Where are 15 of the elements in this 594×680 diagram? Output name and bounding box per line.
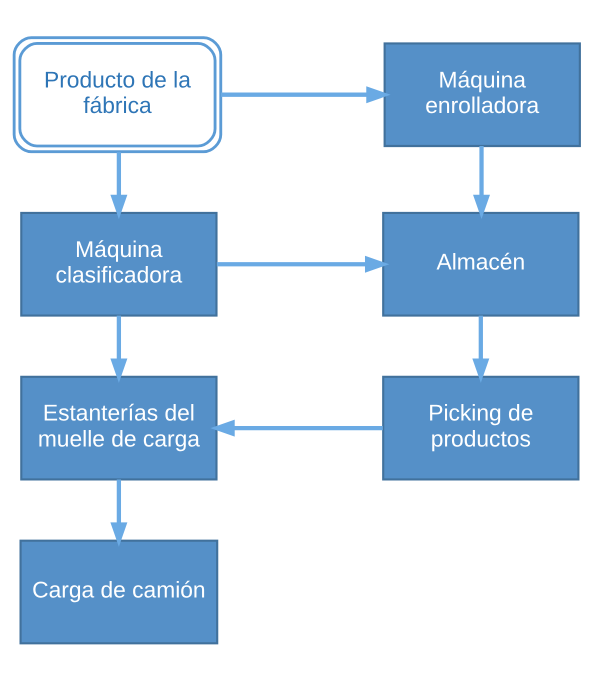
arrow xyxy=(110,315,128,382)
node-box: Carga de camión xyxy=(20,539,218,644)
arrow xyxy=(473,146,490,218)
arrow xyxy=(110,479,128,546)
arrow xyxy=(110,152,128,219)
node-box: Máquina clasificadora xyxy=(20,211,218,316)
arrow xyxy=(472,315,490,382)
node-box: Máquina enrolladora xyxy=(384,42,581,147)
node-box: Picking de productos xyxy=(382,375,580,480)
node-box: Estanterías del muelle de carga xyxy=(20,375,218,480)
node-box: Producto de la fábrica xyxy=(12,36,222,153)
arrow xyxy=(221,86,391,103)
node-box: Almacén xyxy=(382,211,580,316)
arrow xyxy=(216,255,390,272)
arrow xyxy=(210,419,383,436)
